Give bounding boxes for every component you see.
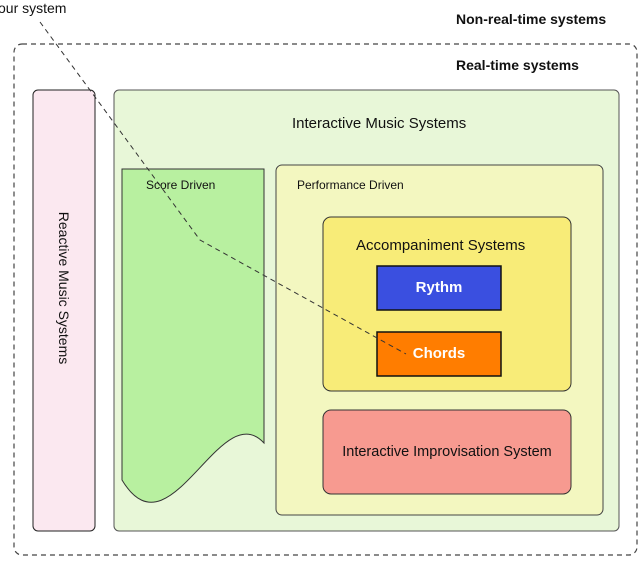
chords-box	[376, 331, 502, 377]
reactive-music-box	[32, 89, 96, 532]
non-real-time-box	[13, 43, 638, 556]
score-driven-label: Score Driven	[146, 178, 216, 192]
score-driven-box	[121, 168, 265, 503]
chords-label: Chords	[412, 345, 466, 362]
interactive-music-label: Interactive Music Systems	[292, 115, 467, 132]
real-time-title: Real-time systems	[456, 57, 579, 73]
rythm-box	[376, 265, 502, 311]
improvisation-box	[322, 409, 572, 495]
accompaniment-label: Accompaniment Systems	[356, 237, 526, 254]
non-real-time-title: Non-real-time systems	[456, 11, 607, 27]
our-system-label: our system	[0, 0, 67, 16]
pointer-line	[39, 21, 407, 355]
rythm-label: Rythm	[415, 279, 463, 296]
reactive-music-label: Reactive Music Systems	[56, 211, 72, 365]
improvisation-label: Interactive Improvisation System	[342, 444, 552, 460]
performance-driven-label: Performance Driven	[297, 178, 404, 192]
